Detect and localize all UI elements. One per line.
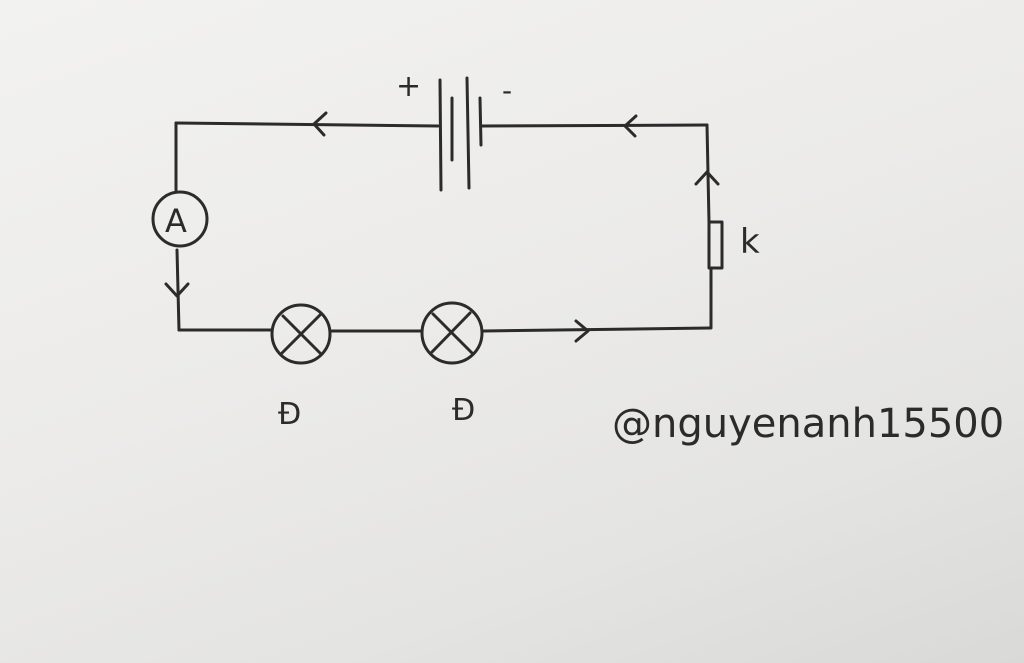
switch	[707, 220, 724, 270]
current-arrow-top-left	[312, 111, 328, 137]
switch-label: k	[740, 222, 760, 262]
lamp-2	[420, 301, 484, 365]
lamp-1	[270, 303, 332, 365]
wire-left-lower	[175, 248, 181, 332]
lamp-1-label: Đ	[278, 397, 301, 432]
ammeter-label: A	[165, 202, 187, 240]
battery	[438, 76, 483, 192]
battery-plus-label: +	[396, 69, 421, 104]
current-arrow-top-right	[623, 114, 638, 138]
watermark-text: @nguyenanh15500	[612, 401, 1004, 447]
ammeter	[151, 190, 209, 248]
wire-top-left	[174, 121, 440, 128]
current-arrow-right	[694, 170, 720, 186]
lamp-2-label: Đ	[452, 393, 475, 428]
battery-minus-label: -	[502, 74, 512, 107]
current-arrow-left	[164, 282, 190, 298]
wire-top-right	[480, 123, 709, 128]
wire-bottom-right	[482, 326, 712, 333]
current-arrow-bottom	[574, 319, 590, 343]
